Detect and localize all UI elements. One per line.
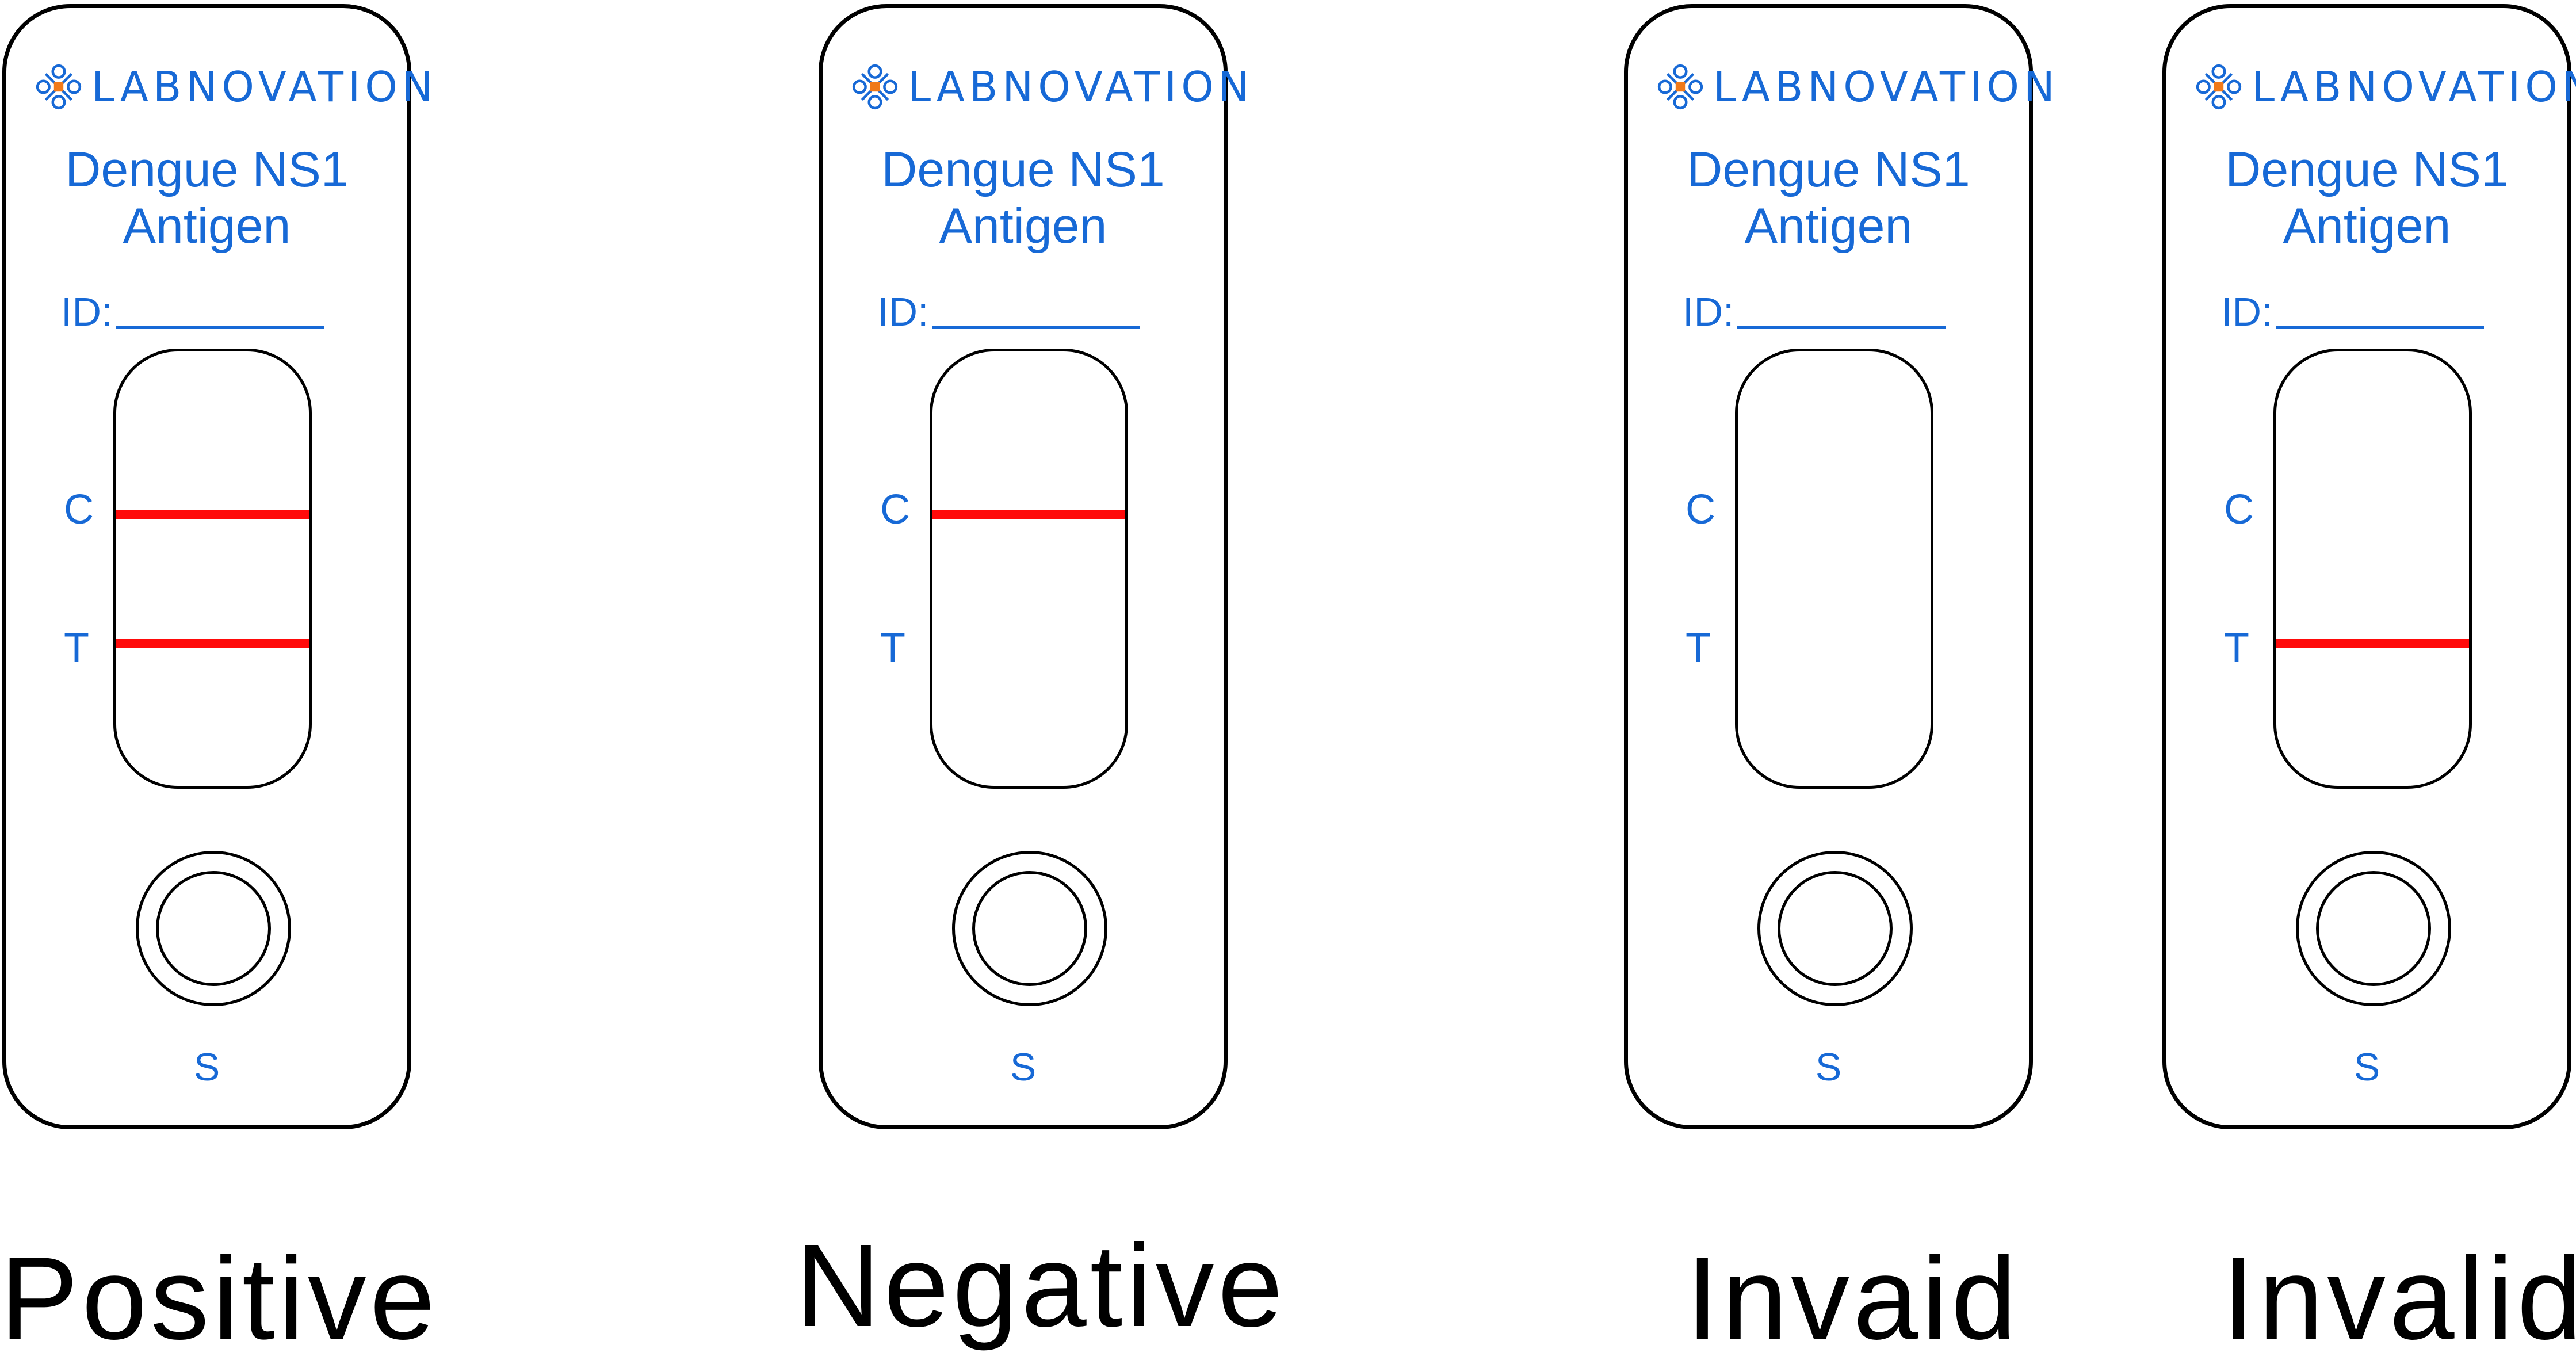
sample-well-inner (2316, 871, 2431, 986)
test-title-line2: Antigen (939, 198, 1107, 254)
result-label-invaid: Invaid (1686, 1233, 2020, 1364)
control-line (116, 510, 309, 519)
sample-label: S (193, 1045, 220, 1089)
sample-well-inner (1778, 871, 1893, 986)
test-title-line1: Dengue NS1 (881, 142, 1165, 197)
id-underline (116, 326, 324, 329)
test-title-line2: Antigen (2283, 198, 2451, 254)
test-zone-label: T (2224, 625, 2249, 671)
brand-logo: LABNOVATION (851, 61, 1254, 113)
id-field: ID: (1683, 289, 1946, 335)
id-underline (2276, 326, 2485, 329)
sample-label: S (1010, 1045, 1037, 1089)
result-window (930, 349, 1128, 789)
result-label-invalid: Invalid (2222, 1233, 2576, 1364)
id-field: ID: (877, 289, 1141, 335)
id-field: ID: (2221, 289, 2485, 335)
control-zone-label: C (1686, 487, 1715, 533)
result-label-positive: Positive (0, 1233, 439, 1364)
control-zone-label: C (64, 487, 94, 533)
test-title-line1: Dengue NS1 (1687, 142, 1970, 197)
control-zone-label: C (880, 487, 910, 533)
test-title: Dengue NS1 Antigen (1628, 142, 2029, 254)
result-window (113, 349, 312, 789)
brand-name: LABNOVATION (1713, 63, 2059, 111)
result-label-negative: Negative (796, 1220, 1287, 1351)
sample-well-inner (972, 871, 1087, 986)
sample-well-inner (156, 871, 271, 986)
test-zone-label: T (64, 625, 89, 671)
test-title-line1: Dengue NS1 (65, 142, 349, 197)
brand-name: LABNOVATION (908, 63, 1254, 111)
sample-label: S (2353, 1045, 2380, 1089)
sample-well (2296, 851, 2451, 1006)
test-title-line2: Antigen (1744, 198, 1913, 254)
sample-label: S (1815, 1045, 1842, 1089)
test-line (116, 639, 309, 648)
test-line (2276, 639, 2469, 648)
test-zone-label: T (880, 625, 905, 671)
test-cassette-positive: LABNOVATION Dengue NS1 Antigen ID: C T S (2, 4, 433, 1129)
result-window (2273, 349, 2472, 789)
test-cassette-negative: LABNOVATION Dengue NS1 Antigen ID: C T S (819, 4, 1249, 1129)
brand-name: LABNOVATION (2252, 63, 2576, 111)
sample-well (952, 851, 1107, 1006)
id-underline (1737, 326, 1946, 329)
brand-logo: LABNOVATION (35, 61, 438, 113)
test-title: Dengue NS1 Antigen (823, 142, 1224, 254)
test-title: Dengue NS1 Antigen (6, 142, 407, 254)
test-title: Dengue NS1 Antigen (2166, 142, 2567, 254)
control-line (932, 510, 1125, 519)
id-field: ID: (61, 289, 324, 335)
labnovation-logo-icon (2196, 64, 2242, 110)
labnovation-logo-icon (36, 64, 82, 110)
brand-logo: LABNOVATION (2195, 61, 2576, 113)
sample-well (136, 851, 291, 1006)
test-title-line1: Dengue NS1 (2225, 142, 2509, 197)
brand-name: LABNOVATION (91, 63, 438, 111)
result-window (1735, 349, 1933, 789)
labnovation-logo-icon (1657, 64, 1703, 110)
test-cassette-invalid: LABNOVATION Dengue NS1 Antigen ID: C T S (2162, 4, 2576, 1129)
test-title-line2: Antigen (123, 198, 291, 254)
control-zone-label: C (2224, 487, 2254, 533)
id-label: ID: (2221, 289, 2273, 334)
labnovation-logo-icon (852, 64, 898, 110)
id-label: ID: (877, 289, 929, 334)
sample-well (1757, 851, 1913, 1006)
brand-logo: LABNOVATION (1657, 61, 2059, 113)
id-label: ID: (61, 289, 113, 334)
id-label: ID: (1683, 289, 1734, 334)
id-underline (932, 326, 1141, 329)
test-zone-label: T (1686, 625, 1711, 671)
test-cassette-invaid: LABNOVATION Dengue NS1 Antigen ID: C T S (1624, 4, 2055, 1129)
